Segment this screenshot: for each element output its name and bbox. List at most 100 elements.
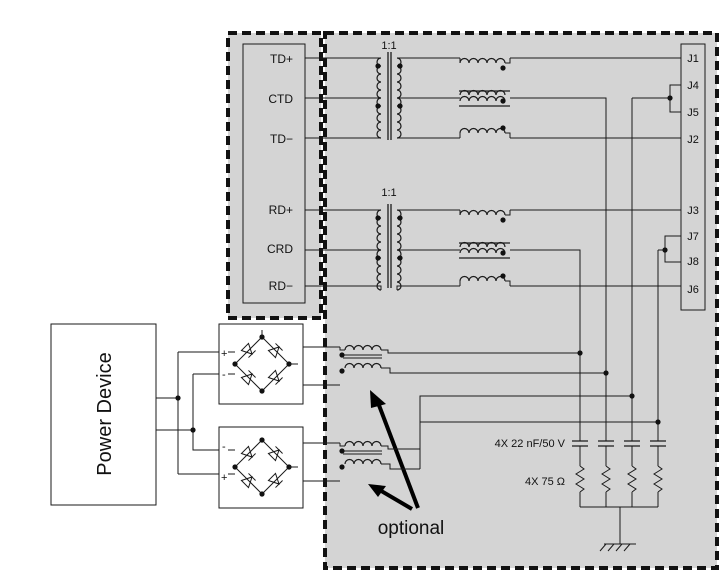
polarity-dot — [375, 103, 381, 109]
bridge-2-plus: + — [221, 472, 227, 484]
polarity-dot — [397, 63, 403, 69]
junction-dot — [175, 395, 181, 401]
optional-label: optional — [378, 518, 445, 539]
common-mode-choke-rx-top — [459, 209, 506, 216]
wire — [396, 285, 460, 290]
wire — [419, 421, 658, 469]
diode-icon — [267, 343, 283, 359]
connector-pin-j4: J4 — [687, 80, 699, 92]
polarity-dot — [500, 273, 506, 279]
common-mode-choke-rx-bot — [459, 275, 506, 282]
power-device-box — [50, 323, 157, 506]
rx-center-tap-wire — [510, 249, 581, 438]
ground-icon — [599, 543, 636, 552]
junction-dot — [232, 464, 238, 470]
transformer-ratio-tx: 1:1 — [381, 40, 396, 52]
phy-pin-crd: CRD — [267, 242, 293, 256]
phy-pin-ctd: CTD — [268, 92, 293, 106]
transformer-ratio-rx: 1:1 — [381, 187, 396, 199]
wire — [381, 349, 420, 354]
resistor-icon — [653, 465, 663, 493]
junction-dot — [629, 393, 635, 399]
connector-pin-j6: J6 — [687, 284, 699, 296]
diode-icon — [267, 472, 283, 488]
wire — [373, 285, 382, 290]
bridge-2-minus: - — [222, 441, 226, 453]
wire — [505, 280, 511, 286]
rj45-connector — [680, 43, 706, 311]
optional-choke-a-bot — [344, 362, 382, 369]
optional-arrows — [368, 390, 420, 511]
wire — [505, 132, 511, 138]
optional-choke-a-top — [344, 344, 382, 351]
junction-dot — [259, 437, 265, 443]
common-mode-choke-tx-top — [459, 57, 506, 64]
phy-chip — [242, 43, 306, 304]
connector-pin-j3: J3 — [687, 205, 699, 217]
polarity-dot — [375, 255, 381, 261]
common-mode-choke-tx-mid2 — [459, 95, 506, 102]
diode-icon — [240, 342, 256, 358]
junction-dot — [190, 427, 196, 433]
magnetics-module-area — [325, 33, 717, 568]
polarity-dot — [339, 352, 345, 358]
bridge-1-plus: + — [221, 348, 227, 360]
phy-pin-rd-minus: RD− — [269, 279, 293, 293]
wire — [339, 347, 345, 351]
diode-icon — [267, 369, 283, 385]
phy-pin-td-minus: TD− — [270, 132, 293, 146]
polarity-dot — [339, 464, 345, 470]
resistor-icon — [601, 465, 611, 493]
capacitor-label: 4X 22 nF/50 V — [495, 438, 566, 450]
polarity-dot — [375, 215, 381, 221]
polarity-dot — [500, 125, 506, 131]
polarity-dot — [500, 65, 506, 71]
polarity-dot — [397, 255, 403, 261]
optional-choke-b-bot — [344, 458, 382, 465]
junction-dot — [577, 350, 583, 356]
polarity-dot — [397, 215, 403, 221]
junction-dot — [259, 491, 265, 497]
diode-icon — [267, 446, 283, 462]
power-device-label: Power Device — [94, 352, 116, 475]
phy-pin-td-plus: TD+ — [270, 52, 293, 66]
connector-pin-j2: J2 — [687, 134, 699, 146]
diode-icon — [240, 473, 256, 489]
diode-icon — [240, 370, 256, 386]
junction-dot — [603, 370, 609, 376]
diode-icon — [240, 445, 256, 461]
polarity-dot — [375, 63, 381, 69]
polarity-dot — [500, 250, 506, 256]
connector-pin-j5: J5 — [687, 107, 699, 119]
polarity-dot — [500, 217, 506, 223]
resistor-label: 4X 75 Ω — [525, 476, 565, 488]
magnetics-module-border — [323, 31, 719, 570]
polarity-dot — [339, 368, 345, 374]
polarity-dot — [500, 98, 506, 104]
junction-dot — [232, 361, 238, 367]
tx-center-tap-wire — [510, 97, 607, 438]
connector-pin-j8: J8 — [687, 256, 699, 268]
phy-border — [226, 31, 323, 320]
phy-pin-rd-plus: RD+ — [269, 203, 293, 217]
connector-pin-j1: J1 — [687, 53, 699, 65]
wire — [381, 445, 420, 450]
connector-pin-j7: J7 — [687, 231, 699, 243]
schematic-wiring — [156, 52, 681, 552]
wire — [339, 443, 345, 447]
junction-dot — [259, 388, 265, 394]
resistor-icon — [627, 465, 637, 493]
resistor-icon — [575, 465, 585, 493]
polarity-dot — [397, 103, 403, 109]
polarity-dot — [339, 448, 345, 454]
wire — [381, 463, 420, 470]
junction-dot — [655, 419, 661, 425]
wire — [192, 430, 219, 451]
optional-choke-b-top — [344, 440, 382, 447]
wire — [505, 58, 511, 64]
bridge-1-minus: - — [222, 369, 226, 381]
wire — [505, 210, 511, 216]
common-mode-choke-tx-bot — [459, 127, 506, 134]
